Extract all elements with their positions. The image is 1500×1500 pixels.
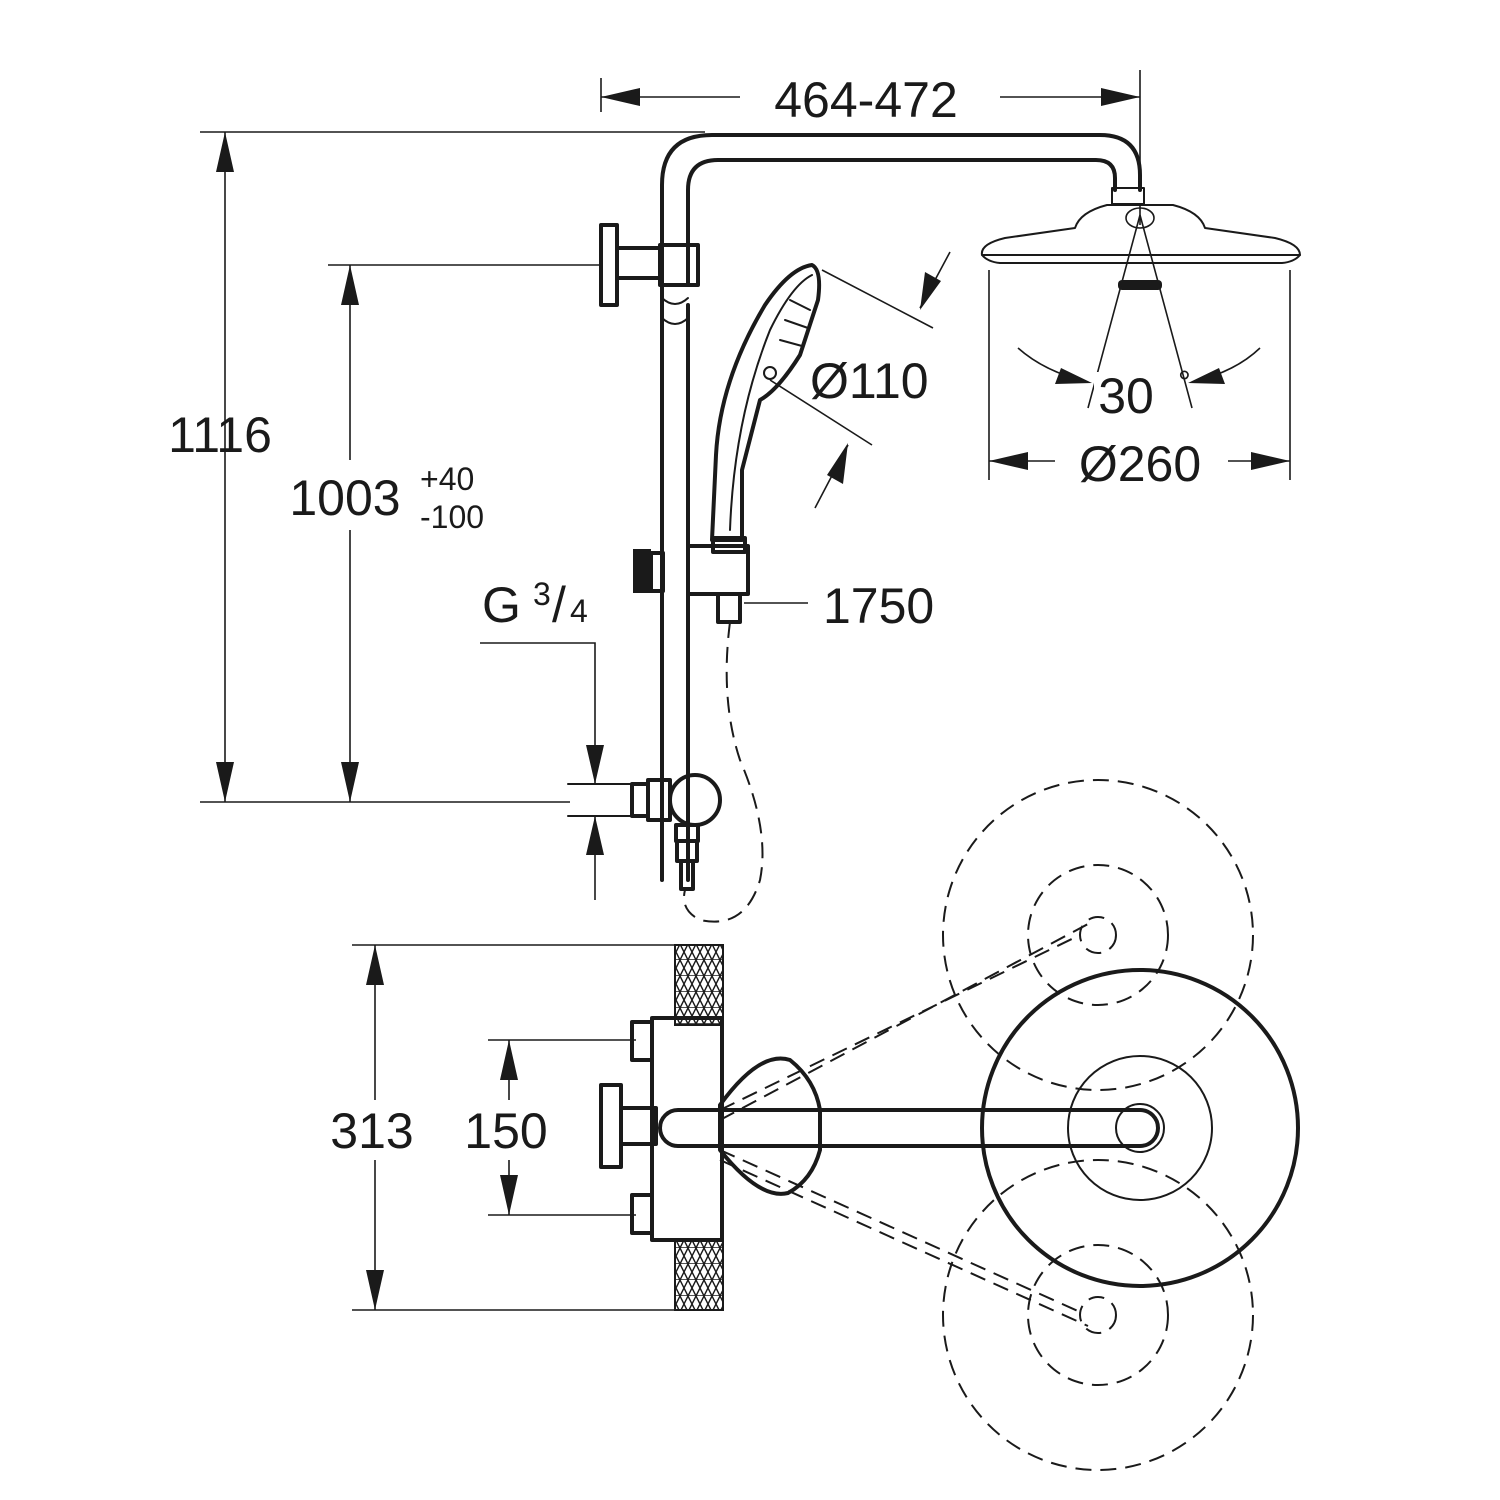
spray-angle-dimension: 30 — [1098, 368, 1154, 424]
hose-length-dimension: 1750 — [823, 578, 934, 634]
swing-circle-lower-inner — [1027, 1244, 1169, 1386]
hand-shower-diameter: Ø110 — [810, 353, 929, 409]
arm-reach-dimension: 464-472 — [774, 72, 958, 128]
plan-dimensions: 313 150 — [320, 944, 700, 1311]
wall-tile-lower — [674, 1239, 724, 1311]
front-dimensions: 464-472 1116 1003 +40 -100 G 3 / 4 1750 … — [168, 70, 1291, 900]
depth-total-dimension: 313 — [330, 1103, 413, 1159]
front-view — [567, 133, 1301, 923]
riser-pipe — [660, 133, 1142, 882]
total-height-dimension: 1116 — [168, 407, 272, 463]
head-shower — [980, 187, 1301, 290]
head-shower-plan — [980, 968, 1300, 1288]
hose — [683, 621, 764, 923]
bracket-tolerance-minus: -100 — [420, 499, 484, 535]
thermostatic-mixer — [567, 773, 722, 891]
swing-circle-lower-outer — [942, 1159, 1254, 1471]
inlet-spacing-dimension: 150 — [464, 1103, 547, 1159]
swing-circle-upper-inner — [1027, 864, 1169, 1006]
thread-g-label: G — [482, 577, 521, 633]
wall-tile-upper — [674, 944, 724, 1026]
wall-bracket-upper — [599, 223, 700, 307]
degree-symbol: ° — [1178, 364, 1191, 400]
thread-numerator: 3 — [533, 576, 551, 612]
thread-denominator: 4 — [570, 593, 588, 629]
shower-arm-plan — [658, 1108, 1160, 1148]
bracket-tolerance-plus: +40 — [420, 461, 474, 497]
mixer-plan — [599, 1016, 724, 1242]
plan-view — [599, 779, 1300, 1471]
swing-circle-upper-outer — [942, 779, 1254, 1091]
thread-slash: / — [552, 577, 566, 633]
hand-shower — [710, 263, 822, 554]
head-shower-diameter: Ø260 — [1079, 436, 1201, 492]
slider-holder — [633, 544, 750, 624]
head-shower-plan-inner — [1067, 1055, 1213, 1201]
bracket-height-dimension: 1003 — [289, 470, 400, 526]
hand-shower-plan — [718, 1056, 822, 1196]
